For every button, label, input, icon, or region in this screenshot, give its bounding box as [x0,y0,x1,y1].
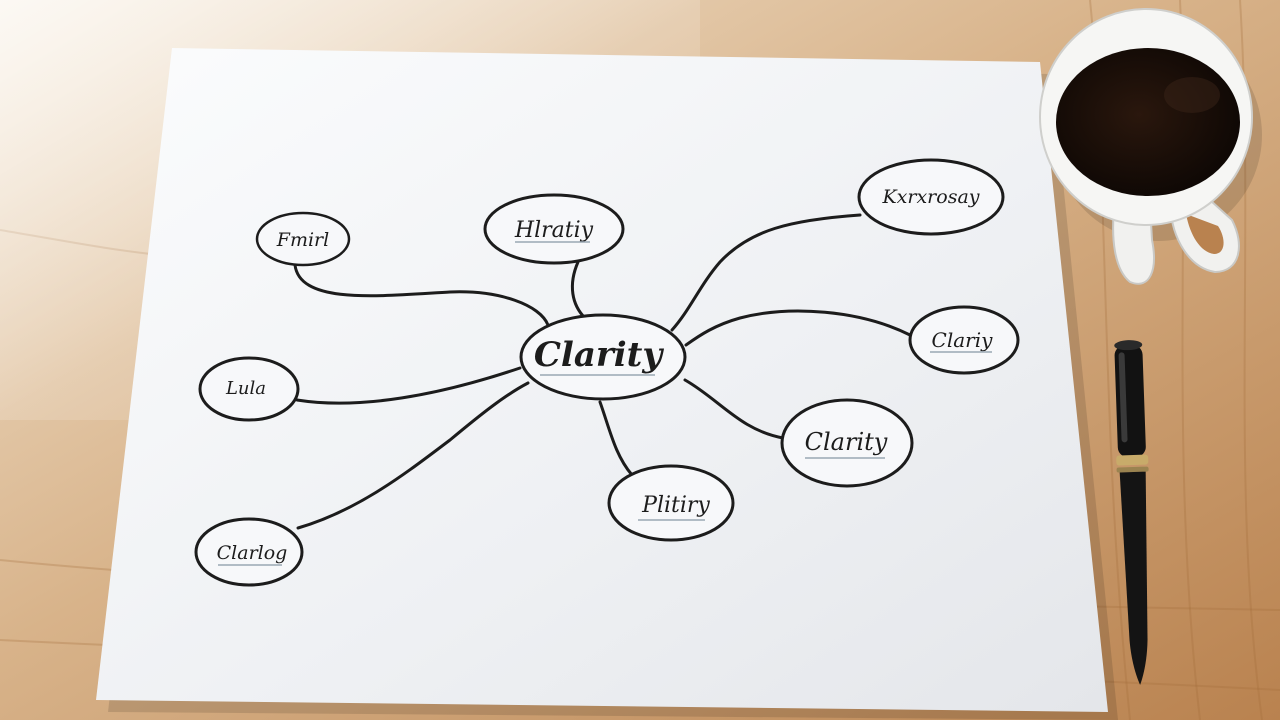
node-label-fmirl: Fmirl [276,229,329,251]
connector-clarlog [296,381,530,530]
connector-fmirl [293,263,550,327]
connector-hlratiy [570,260,587,320]
pen-icon [1114,340,1149,685]
label-underlines [218,241,992,566]
node-label-hlratiy: Hlratiy [514,218,594,243]
connector-clarity-right [683,378,785,440]
connector-kxrxrosay [670,213,862,332]
node-clarlog [194,517,304,587]
mindmap-nodes [194,158,1020,587]
node-label-clarlog: Clarlog [217,542,288,564]
node-label-kxrxrosay: Kxrxrosay [881,186,979,208]
node-label-clarity-right: Clarity [805,428,888,456]
node-label-lula: Lula [225,378,266,399]
node-clariy [908,305,1020,375]
connector-clariy [684,309,912,347]
connector-plitiry [598,400,634,477]
node-kxrxrosay [857,158,1005,236]
mindmap-connectors [293,213,912,530]
mindmap-labels: Clarity Fmirl Hlratiy Kxrxrosay Clariy L… [217,186,993,564]
node-label-plitiry: Plitiry [641,493,710,518]
node-clarity-right [780,398,914,488]
center-node-label: Clarity [534,335,665,375]
center-node [519,313,687,401]
connector-lula [295,366,522,405]
node-fmirl [255,211,351,267]
node-plitiry [607,464,735,542]
node-lula [198,356,300,422]
coffee-cup-icon [1039,8,1262,285]
node-hlratiy [483,193,625,265]
node-label-clariy: Clariy [932,328,994,352]
